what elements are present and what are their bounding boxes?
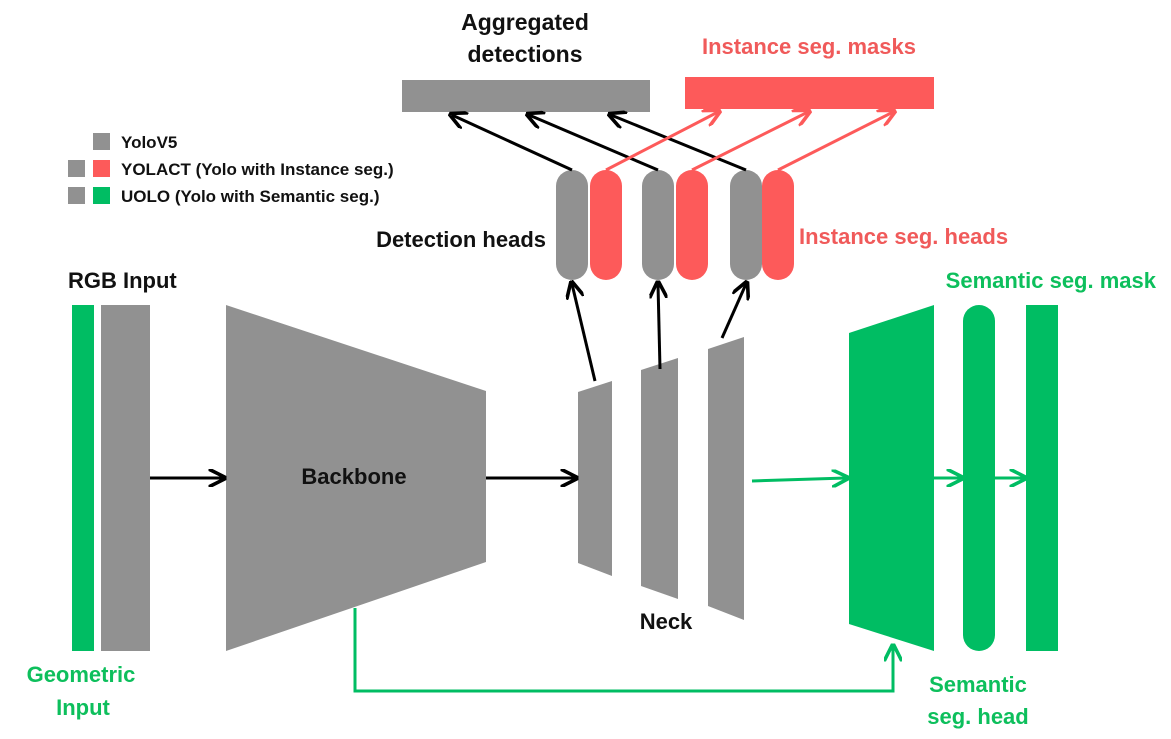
- instance-head-3: [762, 170, 794, 280]
- arrow-head2-to-aggregated: [529, 115, 659, 172]
- legend-swatch-green: [93, 187, 110, 204]
- arrow-neck3-to-head3: [720, 284, 746, 339]
- label-backbone: Backbone: [301, 464, 406, 489]
- semantic-seg-head-pill: [963, 305, 995, 651]
- label-semantic-head-line2: seg. head: [927, 704, 1028, 729]
- detection-head-1: [556, 170, 588, 280]
- neck-block-1: [578, 381, 612, 576]
- skip-connection-backbone-to-semantic-head: [353, 608, 893, 693]
- label-rgb-input: RGB Input: [68, 268, 177, 293]
- legend-label-yolov5: YoloV5: [121, 133, 177, 152]
- instance-head-1: [590, 170, 622, 280]
- neck-block-2: [641, 358, 678, 599]
- legend-swatch-gray: [68, 160, 85, 177]
- legend-swatch-gray: [93, 133, 110, 150]
- label-semantic-mask: Semantic seg. mask: [946, 268, 1157, 293]
- label-detection-heads: Detection heads: [376, 227, 546, 252]
- geometric-input-bar: [72, 305, 94, 651]
- legend-label-uolo: UOLO (Yolo with Semantic seg.): [121, 187, 380, 206]
- semantic-seg-mask-bar: [1026, 305, 1058, 651]
- legend-label-yolact: YOLACT (Yolo with Instance seg.): [121, 160, 394, 179]
- label-geometric-line1: Geometric: [27, 662, 136, 687]
- label-instance-heads: Instance seg. heads: [799, 224, 1008, 249]
- backbone-block: [226, 305, 486, 651]
- arrow-inst3-to-masks: [777, 112, 893, 172]
- label-instance-masks: Instance seg. masks: [702, 34, 916, 59]
- arrow-inst1-to-masks: [605, 112, 718, 172]
- rgb-input-bar: [101, 305, 150, 651]
- instance-head-2: [676, 170, 708, 280]
- detection-head-3: [730, 170, 762, 280]
- arrow-head3-to-aggregated: [611, 115, 747, 172]
- arrow-neck-to-semantic-head: [751, 478, 846, 481]
- label-aggregated-line1: Aggregated: [461, 9, 589, 35]
- label-aggregated-line2: detections: [467, 41, 582, 67]
- semantic-seg-head-block: [849, 305, 934, 651]
- label-geometric-line2: Input: [56, 695, 110, 720]
- arrow-neck2-to-head2: [658, 284, 660, 370]
- legend: YoloV5 YOLACT (Yolo with Instance seg.) …: [68, 133, 394, 206]
- legend-swatch-gray: [68, 187, 85, 204]
- detection-head-2: [642, 170, 674, 280]
- arrow-neck1-to-head1: [572, 284, 597, 382]
- legend-swatch-red: [93, 160, 110, 177]
- neck-block-3: [708, 337, 744, 620]
- aggregated-detections-bar: [402, 80, 650, 112]
- arrow-inst2-to-masks: [691, 112, 808, 172]
- arrow-head1-to-aggregated: [452, 115, 573, 172]
- label-neck: Neck: [640, 609, 693, 634]
- instance-masks-bar: [685, 77, 934, 109]
- label-semantic-head-line1: Semantic: [929, 672, 1027, 697]
